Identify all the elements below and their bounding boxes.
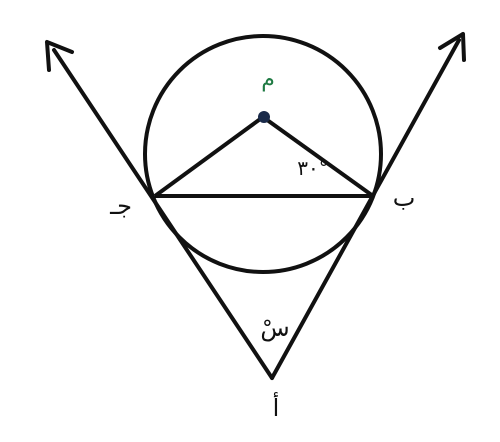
radius-mc <box>153 115 265 198</box>
tangent-ray-left <box>52 48 274 380</box>
arrowhead-right-icon <box>438 32 466 62</box>
label-point-c: جـ <box>109 192 132 220</box>
label-angle-30: ٣٠° <box>297 156 328 180</box>
label-center-m: م <box>261 67 275 92</box>
arrowhead-left-icon <box>45 40 74 72</box>
radius-mb <box>261 115 375 198</box>
circle <box>143 34 383 274</box>
label-point-a: أ <box>273 392 280 422</box>
tangent-ray-right <box>270 38 461 380</box>
label-angle-x: سْ <box>260 314 289 342</box>
label-point-b: ب <box>393 184 416 212</box>
center-point <box>258 111 270 123</box>
